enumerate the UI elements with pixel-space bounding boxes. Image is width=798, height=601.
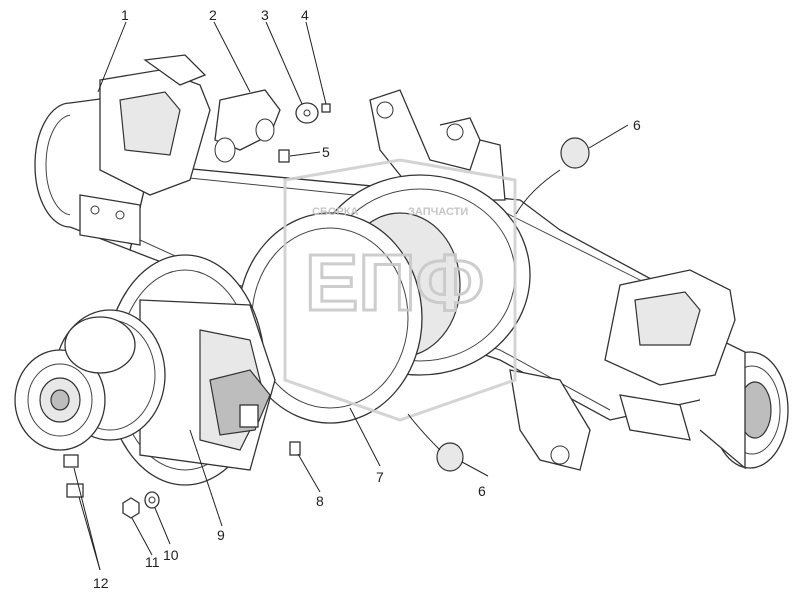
callout-12: 12 <box>93 575 109 591</box>
watermark-left-text: СБОРКА <box>312 206 358 218</box>
callout-6-top: 6 <box>633 117 641 133</box>
differential-carrier <box>14 254 276 486</box>
callout-3: 3 <box>261 7 269 23</box>
watermark-right-text: ЗАПЧАСТИ <box>408 206 468 218</box>
callout-10: 10 <box>163 547 179 563</box>
watermark: СБОРКА ЗАПЧАСТИ ЕПФ <box>283 158 517 422</box>
callout-9: 9 <box>217 527 225 543</box>
callout-1: 1 <box>121 7 129 23</box>
callout-4: 4 <box>301 7 309 23</box>
callout-5: 5 <box>322 144 330 160</box>
small-parts <box>63 89 590 519</box>
callout-6-bottom: 6 <box>478 483 486 499</box>
callout-11: 11 <box>145 554 160 570</box>
watermark-main-text: ЕПФ <box>305 238 484 327</box>
leader-lines <box>73 21 629 571</box>
callout-2: 2 <box>209 7 217 23</box>
axle-housing <box>34 54 789 471</box>
callout-7: 7 <box>376 469 384 485</box>
callout-labels: 1 2 3 4 5 6 6 7 8 9 10 11 12 <box>93 7 641 591</box>
callout-8: 8 <box>316 493 324 509</box>
